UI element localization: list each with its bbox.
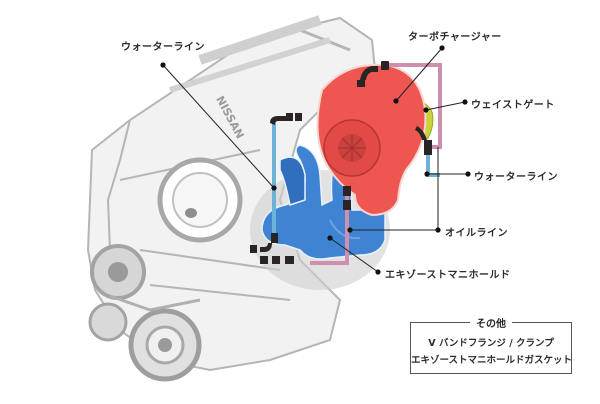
other-parts-title: その他 [470, 315, 512, 330]
label-water-line-right: ウォーターライン [474, 172, 558, 183]
label-exhaust-manifold: エキゾーストマニホールド [385, 270, 511, 281]
leader-dots [160, 45, 471, 275]
oil-line-hose [310, 63, 442, 265]
other-parts-box: その他 V バンドフランジ / クランプ エキゾーストマニホールドガスケット [410, 315, 573, 374]
turbocharger-shape [316, 63, 427, 217]
label-wastegate: ウェイストゲート [471, 100, 555, 111]
label-oil-line: オイルライン [445, 228, 508, 239]
other-parts-item: V バンドフランジ / クランプ [428, 338, 554, 349]
label-turbocharger: ターボチャージャー [408, 32, 502, 43]
other-parts-item: エキゾーストマニホールドガスケット [411, 355, 573, 366]
hose-fittings [250, 61, 432, 264]
label-water-line-left: ウォーターライン [121, 42, 205, 53]
leader-lines [162, 47, 468, 273]
